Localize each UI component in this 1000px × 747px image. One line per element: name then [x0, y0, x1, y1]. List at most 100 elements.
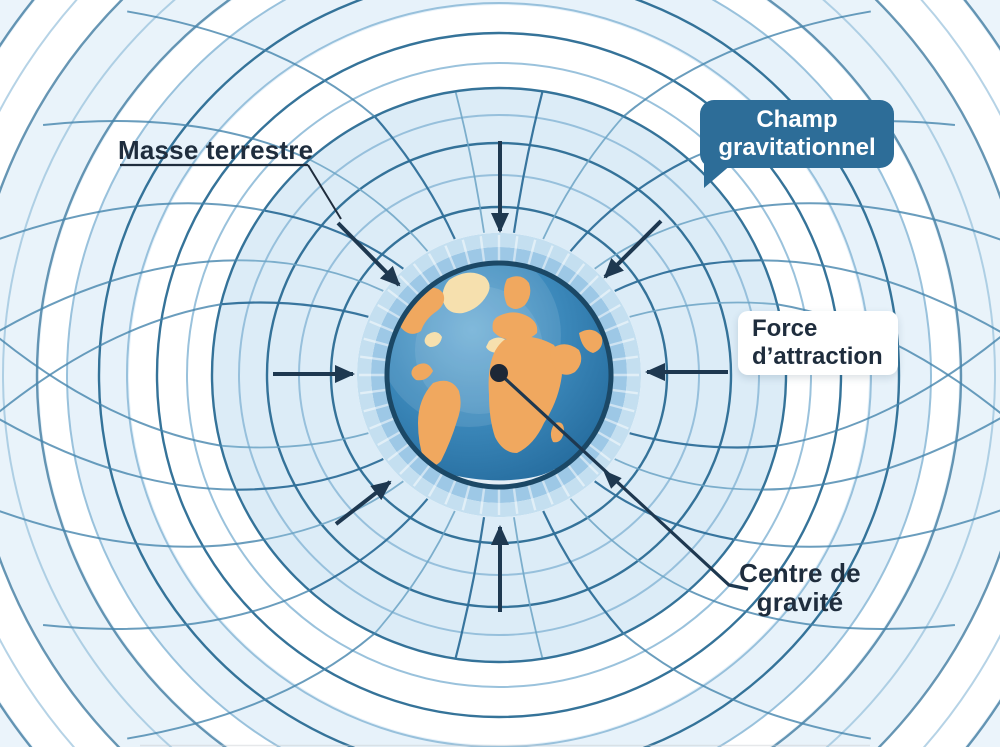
- field-spoke-extension: [0, 202, 266, 240]
- field-spoke-extension: [0, 259, 237, 332]
- field-spoke: [542, 116, 624, 240]
- field-circle: [66, 0, 932, 747]
- halo-tick: [427, 253, 444, 277]
- field-spoke-extension: [775, 335, 1000, 447]
- badge-line-2: gravitationnel: [718, 134, 876, 161]
- island: [424, 331, 442, 347]
- field-circle: [186, 62, 812, 688]
- halo-tick: [444, 479, 457, 505]
- field-spoke: [569, 498, 689, 591]
- halo-tick: [597, 303, 621, 320]
- badge-line-1: Champ: [756, 105, 838, 133]
- halo-tick: [554, 253, 571, 277]
- halo-tick: [369, 320, 395, 333]
- halo-tick: [527, 484, 537, 511]
- field-spoke: [512, 92, 544, 233]
- field-spoke: [236, 458, 384, 491]
- halo-tick: [512, 236, 519, 263]
- field-circle: [126, 2, 872, 747]
- continent-europe: [492, 312, 538, 340]
- halo-tick: [512, 487, 519, 514]
- field-spoke: [542, 510, 624, 634]
- halo-tick: [527, 239, 537, 266]
- mass-leader: [120, 163, 342, 220]
- field-spoke-extension: [622, 10, 871, 118]
- continent-arabia: [550, 344, 582, 375]
- field-spoke: [629, 301, 777, 318]
- field-spoke-extension: [42, 589, 311, 630]
- halo-tick: [597, 430, 621, 447]
- field-spoke-extension: [761, 259, 1000, 333]
- halo-tick: [541, 479, 554, 505]
- continent-asia-edge: [579, 329, 603, 353]
- center-line-1: Centre de: [739, 558, 861, 588]
- force-arrow-northwest-icon: [336, 221, 401, 287]
- halo-tick: [412, 464, 431, 487]
- center-of-gravity-dot: [490, 364, 508, 382]
- force-line-2: d’attraction: [752, 343, 883, 370]
- field-spoke: [629, 432, 777, 449]
- halo-tick: [578, 275, 599, 296]
- halo-tick: [377, 303, 401, 320]
- halo-tick: [567, 263, 586, 286]
- halo-tick: [387, 288, 410, 307]
- field-spoke-extension: [761, 417, 1000, 491]
- field-circle: [155, 31, 843, 719]
- center-of-gravity-leader: [490, 364, 749, 591]
- halo-tick: [479, 487, 486, 514]
- halo-tick: [387, 443, 410, 462]
- field-spoke: [221, 432, 369, 449]
- halo-tick: [399, 275, 420, 296]
- mass-leader-line: [307, 164, 342, 220]
- force-arrow-northeast-icon: [603, 219, 663, 279]
- field-spoke-extension: [0, 337, 223, 447]
- inward-force-arrows: [273, 141, 728, 612]
- continent-south-america: [418, 380, 461, 466]
- field-spoke-extension: [687, 589, 956, 630]
- halo-tick: [611, 388, 638, 395]
- halo-tick: [603, 320, 629, 333]
- field-spoke-extension: [732, 509, 1000, 548]
- halo-tick: [399, 454, 420, 475]
- attraction-force-label: Force d’attraction: [738, 311, 898, 375]
- halo-tick: [608, 403, 635, 413]
- field-spoke-extension: [732, 202, 1000, 241]
- halo-tick: [479, 236, 486, 263]
- halo-tick: [363, 337, 390, 347]
- field-spoke: [309, 498, 429, 591]
- field-spoke: [569, 159, 689, 252]
- halo-tick: [360, 388, 387, 395]
- continent-north-america: [399, 287, 445, 334]
- ring-band: [212, 88, 786, 662]
- continent-madagascar: [550, 422, 564, 443]
- continent-scandinavia: [504, 276, 531, 309]
- force-arrow-southwest-icon: [334, 480, 392, 526]
- field-spoke: [614, 458, 762, 491]
- center-of-gravity-label: Centre de gravité: [700, 558, 900, 618]
- halo-tick: [588, 443, 611, 462]
- field-spoke-extension: [0, 418, 237, 491]
- field-spoke: [454, 517, 486, 658]
- halo-tick: [444, 245, 457, 271]
- field-spoke-extension: [127, 10, 376, 118]
- field-spoke: [221, 301, 369, 318]
- field-circle: [97, 0, 901, 747]
- earth-rim: [384, 260, 614, 490]
- gravitational-field-badge: Champ gravitationnel: [700, 100, 894, 188]
- halo-tick: [588, 288, 611, 307]
- center-line-2: gravité: [756, 587, 844, 618]
- halo-tick: [412, 263, 431, 286]
- mass-label: Masse terrestre: [118, 135, 314, 165]
- halo-tick: [554, 473, 571, 497]
- halo-tick: [611, 355, 638, 362]
- halo-tick: [541, 245, 554, 271]
- continent-central-america: [411, 363, 433, 381]
- halo-tick: [377, 430, 401, 447]
- halo-tick: [567, 464, 586, 487]
- field-spoke-extension: [0, 303, 223, 413]
- halo-tick: [369, 417, 395, 430]
- halo-tick: [608, 337, 635, 347]
- field-spoke: [374, 510, 456, 634]
